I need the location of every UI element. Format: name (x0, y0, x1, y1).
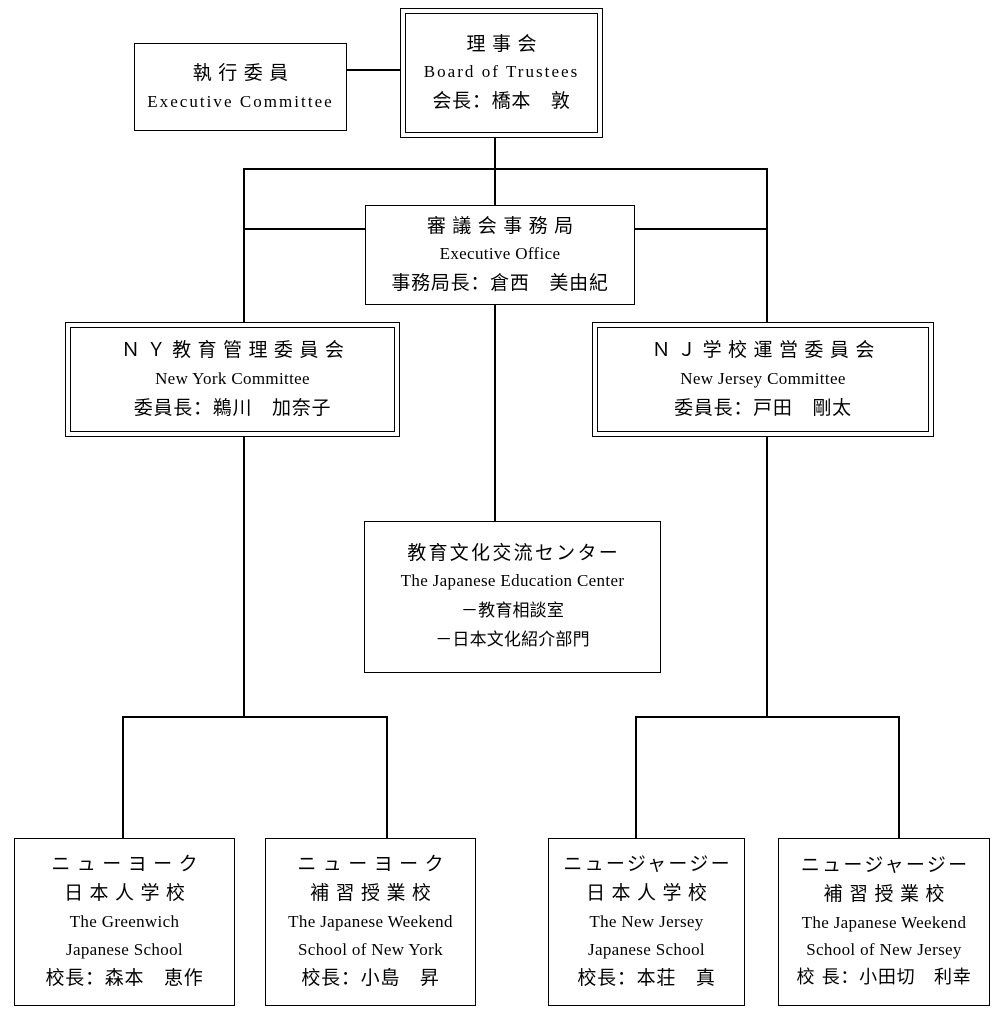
board-of-trustees-title-jp: 理事会 (466, 32, 543, 55)
new-jersey-committee-title-en: New Jersey Committee (680, 368, 846, 388)
edge-ny-committee-down (243, 437, 245, 717)
node-japanese-weekend-school-of-new-jersey[interactable]: ニュージャージー 補習授業校 The Japanese Weekend Scho… (778, 838, 990, 1006)
education-center-sub-item-counseling: －教育相談室 (460, 600, 565, 621)
node-japanese-education-center[interactable]: 教育文化交流センター The Japanese Education Center… (364, 521, 661, 673)
edge-bus-to-nj-school (635, 716, 637, 838)
executive-committee-title-en: Executive Committee (147, 91, 334, 111)
node-new-jersey-japanese-school[interactable]: ニュージャージー 日本人学校 The New Jersey Japanese S… (548, 838, 745, 1006)
board-of-trustees-title-en: Board of Trustees (423, 62, 580, 82)
node-executive-committee[interactable]: 執行委員 Executive Committee (134, 43, 347, 131)
new-york-committee-title-jp: ＮＹ教育管理委員会 (121, 339, 351, 362)
node-executive-office[interactable]: 審議会事務局 Executive Office 事務局長：倉西 美由紀 (365, 205, 635, 305)
greenwich-school-title-jp-line2: 日本人学校 (64, 882, 192, 905)
node-japanese-weekend-school-of-new-york[interactable]: ニューヨーク 補習授業校 The Japanese Weekend School… (265, 838, 476, 1006)
edge-bus-to-nj-committee (766, 168, 768, 323)
nj-weekend-school-title-en-line2: School of New Jersey (806, 940, 962, 960)
new-york-committee-leader: 委員長：鵜川 加奈子 (133, 396, 332, 419)
executive-office-title-en: Executive Office (439, 244, 561, 264)
nj-weekend-school-title-jp-line2: 補習授業校 (823, 883, 951, 906)
board-of-trustees-leader: 会長：橋本 敦 (432, 90, 571, 112)
edge-executive-office-left-stub (243, 228, 366, 230)
executive-office-title-jp: 審議会事務局 (426, 214, 580, 237)
greenwich-school-title-jp-line1: ニューヨーク (51, 853, 205, 876)
greenwich-school-title-en-line1: The Greenwich (69, 912, 180, 932)
ny-weekend-school-title-en-line1: The Japanese Weekend (288, 912, 453, 932)
ny-weekend-school-principal: 校長：小島 昇 (301, 967, 440, 990)
greenwich-school-principal: 校長：森本 恵作 (45, 967, 204, 990)
edge-bus-to-ny-committee (243, 168, 245, 323)
bus-ny-schools (122, 716, 387, 718)
new-york-committee-title-en: New York Committee (155, 368, 310, 388)
node-greenwich-japanese-school[interactable]: ニューヨーク 日本人学校 The Greenwich Japanese Scho… (14, 838, 235, 1006)
new-jersey-committee-title-jp: ＮＪ学校運営委員会 (651, 339, 881, 362)
nj-school-title-jp-line2: 日本人学校 (586, 882, 714, 905)
edge-board-down (494, 137, 496, 169)
node-new-jersey-committee[interactable]: ＮＪ学校運営委員会 New Jersey Committee 委員長：戸田 剛太 (592, 322, 934, 437)
ny-weekend-school-title-jp-line1: ニューヨーク (297, 853, 451, 876)
edge-bus-to-ny-weekend-school (386, 716, 388, 838)
nj-school-title-en-line2: Japanese School (588, 939, 705, 959)
nj-school-title-en-line1: The New Jersey (589, 912, 704, 932)
edge-bus-to-nj-weekend-school (898, 716, 900, 838)
nj-weekend-school-title-en-line1: The Japanese Weekend (801, 912, 967, 932)
edge-bus-to-greenwich-school (122, 716, 124, 838)
edge-executive-office-right-stub (634, 228, 767, 230)
bus-board-children (243, 168, 768, 170)
education-center-title-jp: 教育文化交流センター (407, 541, 621, 564)
executive-office-leader: 事務局長：倉西 美由紀 (391, 272, 609, 294)
nj-weekend-school-principal: 校 長：小田切 利幸 (796, 967, 972, 988)
edge-exec-committee-to-board (345, 69, 402, 71)
new-jersey-committee-leader: 委員長：戸田 剛太 (674, 396, 852, 419)
nj-school-title-jp-line1: ニュージャージー (563, 853, 732, 876)
education-center-title-en: The Japanese Education Center (400, 571, 625, 591)
edge-bus-to-executive-office (494, 168, 496, 206)
node-board-of-trustees[interactable]: 理事会 Board of Trustees 会長：橋本 敦 (400, 8, 603, 138)
ny-weekend-school-title-jp-line2: 補習授業校 (310, 882, 438, 905)
education-center-sub-items: －教育相談室 －日本文化紹介部門 (435, 597, 590, 655)
bus-nj-schools (635, 716, 899, 718)
education-center-sub-item-culture: －日本文化紹介部門 (435, 630, 590, 651)
nj-school-principal: 校長：本荘 真 (577, 967, 716, 990)
executive-committee-title-jp: 執行委員 (192, 61, 295, 84)
edge-nj-committee-down (766, 437, 768, 717)
nj-weekend-school-title-jp-line1: ニュージャージー (800, 854, 970, 877)
greenwich-school-title-en-line2: Japanese School (66, 939, 183, 959)
ny-weekend-school-title-en-line2: School of New York (298, 939, 443, 959)
edge-executive-office-to-education-center (494, 305, 496, 522)
node-new-york-committee[interactable]: ＮＹ教育管理委員会 New York Committee 委員長：鵜川 加奈子 (65, 322, 400, 437)
